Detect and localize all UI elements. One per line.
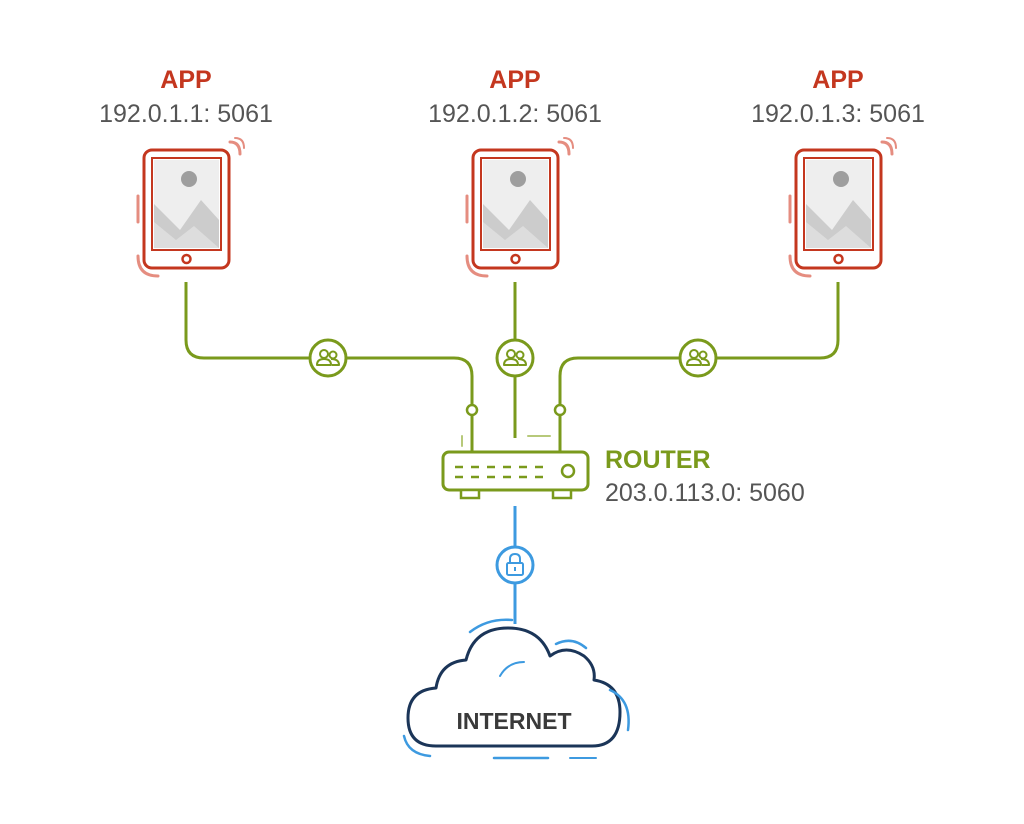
router-address: 203.0.113.0: 5060 xyxy=(605,479,805,507)
app-device-2 xyxy=(465,136,575,278)
app-3-address: 192.0.1.3: 5061 xyxy=(751,100,925,128)
app-1-address: 192.0.1.1: 5061 xyxy=(99,100,273,128)
lock-icon xyxy=(495,545,535,585)
router-icon xyxy=(441,403,590,500)
app-device-1 xyxy=(136,136,246,278)
app-3-title: APP xyxy=(812,66,864,94)
app-1-title: APP xyxy=(160,66,212,94)
cloud-icon xyxy=(402,618,630,760)
app-2-title: APP xyxy=(489,66,541,94)
internet-label: INTERNET xyxy=(456,708,572,734)
router-title: ROUTER xyxy=(605,446,711,474)
users-icon xyxy=(678,338,718,378)
users-icon xyxy=(495,338,535,378)
app-2-address: 192.0.1.2: 5061 xyxy=(428,100,602,128)
users-icon xyxy=(308,338,348,378)
app-device-3 xyxy=(788,136,898,278)
